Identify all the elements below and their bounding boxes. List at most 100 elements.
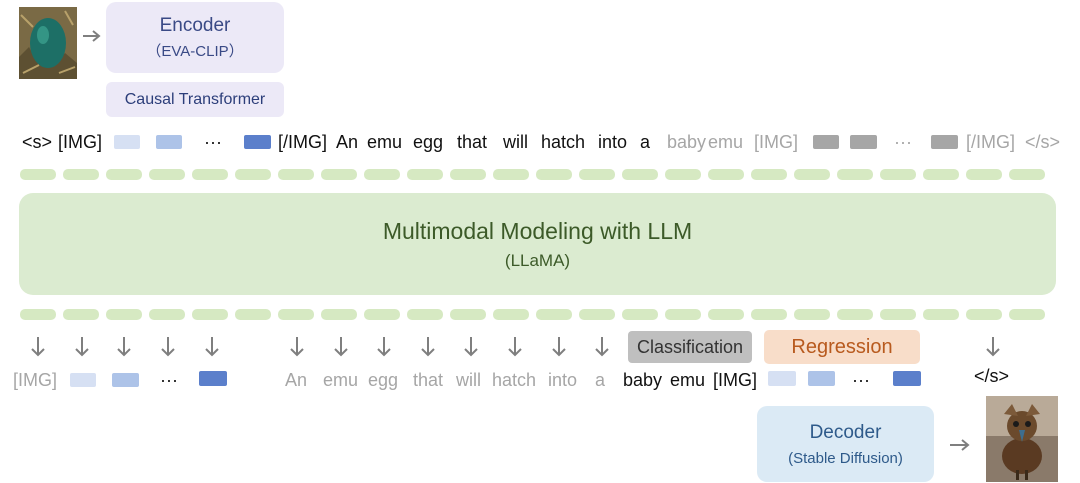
embedding-pill (20, 169, 56, 180)
embedding-pill (321, 169, 357, 180)
bos-token: <s> (22, 132, 53, 152)
arrow-down-icon (594, 336, 610, 358)
embedding-pill (923, 309, 959, 320)
arrow-down-icon (204, 336, 220, 358)
encoder-subtitle: （EVA-CLIP） (146, 42, 244, 60)
embedding-pill (579, 309, 615, 320)
word-token: An (336, 132, 359, 152)
embedding-pill (149, 169, 185, 180)
embedding-pill (536, 309, 572, 320)
embedding-pill (20, 309, 56, 320)
image-embedding-block (156, 135, 182, 149)
word-token: that (413, 370, 444, 390)
embedding-pill (751, 169, 787, 180)
arrow-down-icon (420, 336, 436, 358)
word-token: hatch (492, 370, 537, 390)
word-token: a (640, 132, 651, 152)
classification-head: Classification (628, 331, 752, 363)
embedding-pill (622, 309, 658, 320)
embedding-pill (966, 169, 1002, 180)
embedding-pill (407, 169, 443, 180)
embedding-pill (880, 309, 916, 320)
word-token: will (456, 370, 481, 390)
img-close-token: [/IMG] (966, 132, 1015, 152)
embedding-pill (450, 309, 486, 320)
llm-box: Multimodal Modeling with LLM (LLaMA) (19, 193, 1056, 295)
embedding-pill (579, 169, 615, 180)
word-token: emu (670, 370, 706, 390)
embedding-pill (192, 309, 228, 320)
image-embedding-block (813, 135, 839, 149)
embedding-pill (837, 309, 873, 320)
eos-token: </s> (974, 366, 1010, 386)
img-close-token: [/IMG] (278, 132, 327, 152)
image-embedding-block (244, 135, 271, 149)
image-embedding-block (850, 135, 877, 149)
arrow-down-icon (985, 336, 1001, 358)
embedding-pill (149, 309, 185, 320)
embedding-pill (235, 309, 271, 320)
arrow-icon (949, 438, 971, 452)
image-embedding-block (70, 373, 96, 387)
word-token: egg (413, 132, 444, 152)
embedding-pill (880, 169, 916, 180)
arrow-down-icon (551, 336, 567, 358)
word-token: a (595, 370, 606, 390)
llm-title: Multimodal Modeling with LLM (382, 217, 693, 244)
embedding-pill (794, 309, 830, 320)
decoder-box: Decoder (Stable Diffusion) (757, 406, 934, 482)
arrow-down-icon (74, 336, 90, 358)
embedding-pill (364, 309, 400, 320)
encoder-title: Encoder (159, 14, 231, 36)
embedding-pill (106, 309, 142, 320)
arrow-down-icon (30, 336, 46, 358)
embedding-pill (622, 169, 658, 180)
embedding-pill (665, 169, 701, 180)
embedding-pill (106, 169, 142, 180)
embedding-pill (192, 169, 228, 180)
word-token: baby (667, 132, 707, 152)
llm-subtitle: (LLaMA) (504, 250, 571, 270)
word-token: emu (708, 132, 744, 152)
ellipsis: ··· (204, 132, 222, 152)
img-open-token: [IMG] (754, 132, 798, 152)
ellipsis: ··· (160, 370, 178, 390)
causal-transformer-box: Causal Transformer (106, 82, 284, 117)
word-token: into (548, 370, 578, 390)
classification-label: Classification (636, 336, 744, 357)
decoder-title: Decoder (809, 421, 882, 443)
embedding-pill (837, 169, 873, 180)
embedding-pill (751, 309, 787, 320)
embedding-pill (407, 309, 443, 320)
embedding-pill (923, 169, 959, 180)
embedding-pill (364, 169, 400, 180)
word-token: An (285, 370, 308, 390)
ellipsis: ··· (894, 132, 912, 152)
arrow-down-icon (289, 336, 305, 358)
image-embedding-block (199, 371, 227, 386)
embedding-pill (321, 309, 357, 320)
causal-transformer-label: Causal Transformer (124, 90, 266, 108)
embedding-pill (536, 169, 572, 180)
word-token: emu (323, 370, 359, 390)
decoder-subtitle: (Stable Diffusion) (788, 449, 903, 467)
arrow-down-icon (376, 336, 392, 358)
arrow-down-icon (463, 336, 479, 358)
image-embedding-block (808, 371, 835, 386)
regression-head: Regression (764, 330, 920, 364)
arrow-icon (82, 29, 102, 43)
word-token: will (503, 132, 528, 152)
img-open-token: [IMG] (713, 370, 757, 390)
word-token: baby (623, 370, 663, 390)
arrow-down-icon (160, 336, 176, 358)
embedding-pill (966, 309, 1002, 320)
eos-token: </s> (1025, 132, 1061, 152)
arrow-down-icon (507, 336, 523, 358)
img-open-token: [IMG] (13, 370, 57, 390)
embedding-pill (665, 309, 701, 320)
embedding-pill (493, 169, 529, 180)
baby-emu-image (986, 396, 1058, 482)
embedding-pill (1009, 169, 1045, 180)
image-embedding-block (893, 371, 921, 386)
word-token: into (598, 132, 628, 152)
